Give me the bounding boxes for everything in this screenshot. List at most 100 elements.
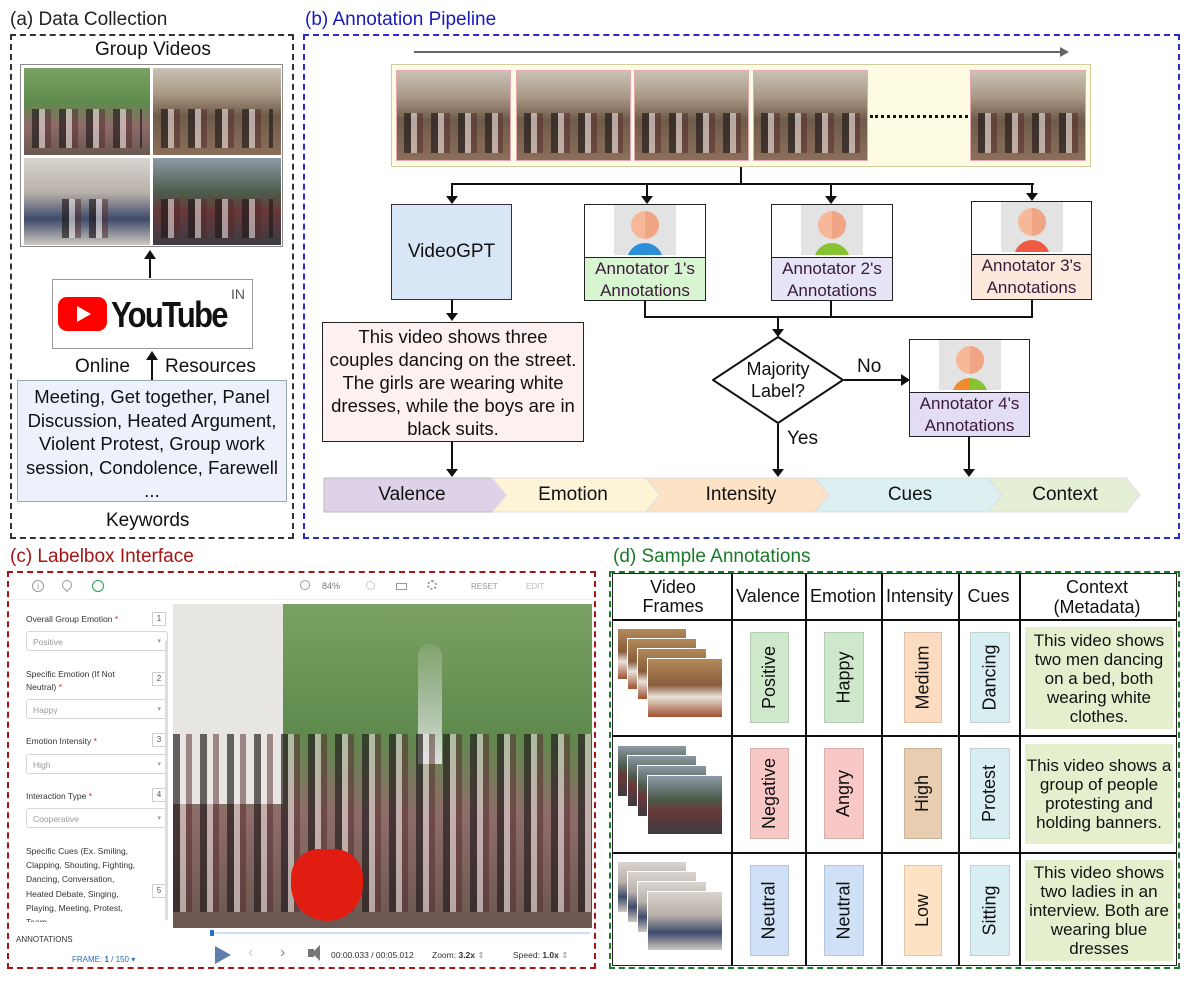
stepper-icon[interactable]: ⇕ (561, 950, 569, 960)
header-intensity: Intensity (885, 586, 954, 606)
arrow-youtube-to-videos (149, 258, 151, 278)
youtube-region: IN (231, 286, 245, 302)
merge-down-3 (1031, 300, 1033, 317)
sample-table: Video Frames Valence Emotion Intensity C… (612, 573, 1177, 966)
row3-valence: Neutral (750, 865, 789, 956)
arrowhead-up-2 (146, 351, 158, 360)
merge-down-1 (644, 301, 646, 317)
row2-emotion: Angry (824, 748, 864, 839)
prev-frame-button[interactable]: ‹ (248, 944, 254, 961)
frame-ellipsis (870, 115, 968, 118)
youtube-wordmark: YouTube (111, 294, 229, 335)
branch-down-1 (451, 183, 453, 197)
field-label-specific-cues: Specific Cues (Ex. Smiling, Clapping, Sh… (26, 846, 136, 922)
keywords-label: Keywords (106, 510, 190, 531)
edit-button[interactable]: EDIT (526, 582, 545, 591)
field-number-2: 2 (152, 672, 166, 686)
videogpt-caption: This video shows three couples dancing o… (329, 325, 577, 439)
chevron-down-icon: ▾ (157, 706, 161, 713)
annotator-4-avatar-icon (938, 340, 1001, 390)
location-icon[interactable] (59, 577, 75, 593)
video-thumb-dance (153, 68, 281, 155)
panel-b-frame (303, 34, 1180, 539)
resources-label: Resources (165, 356, 256, 377)
row3-context: This video shows two ladies in an interv… (1025, 860, 1173, 961)
next-frame-button[interactable]: › (280, 944, 286, 961)
output-context: Context (1032, 484, 1098, 505)
arrowhead-down-8 (963, 469, 975, 477)
row1-frames (613, 624, 729, 729)
youtube-logo-box: YouTube IN (52, 279, 253, 349)
yes-label: Yes (787, 428, 818, 449)
settings-gear-icon[interactable] (427, 580, 437, 590)
row1-cues: Dancing (970, 632, 1010, 723)
volume-icon[interactable] (308, 949, 314, 957)
arrowhead-down-4 (1026, 193, 1038, 201)
chevron-down-icon: ▾ (157, 815, 161, 822)
panel-b-title: (b) Annotation Pipeline (305, 9, 497, 30)
frame-1 (396, 70, 511, 161)
time-readout: 00:00.033 / 00:05.012 (331, 950, 414, 960)
overall-emotion-select[interactable]: Positive▾ (26, 631, 168, 651)
arrowhead-down-7 (446, 469, 458, 477)
play-button[interactable] (215, 946, 231, 964)
output-valence: Valence (378, 484, 446, 505)
branch-stem (740, 167, 742, 184)
branch-horizontal (452, 183, 1034, 185)
keyboard-icon[interactable] (396, 583, 407, 590)
output-chevrons (323, 477, 1141, 513)
zoom-in-icon[interactable] (300, 580, 310, 590)
output-emotion: Emotion (538, 484, 608, 505)
row1-emotion: Happy (824, 632, 864, 723)
row2-intensity: High (904, 748, 942, 839)
timeline-arrow-line (414, 51, 1062, 53)
arrowhead-down-1 (446, 196, 458, 204)
merge-down-2 (830, 301, 832, 317)
branch-down-2 (646, 183, 648, 197)
specific-emotion-select[interactable]: Happy▾ (26, 699, 168, 719)
heart-balloon (291, 849, 363, 921)
annotator-2-avatar-icon (801, 205, 863, 255)
chevron-down-icon[interactable]: ▾ (131, 955, 136, 964)
no-label: No (857, 356, 882, 377)
timer-icon[interactable] (92, 580, 104, 592)
row3-intensity: Low (904, 865, 942, 956)
video-player-frame[interactable] (173, 604, 592, 928)
frame-4 (753, 70, 868, 161)
field-label-emotion-intensity: Emotion Intensity * (26, 736, 97, 746)
stepper-icon[interactable]: ⇕ (477, 950, 485, 960)
arrowhead-down-6 (772, 329, 784, 337)
emotion-intensity-select[interactable]: High▾ (26, 754, 168, 774)
row1-valence: Positive (750, 632, 789, 723)
row2-frames (613, 741, 729, 846)
info-icon[interactable]: i (32, 580, 44, 592)
zoom-control[interactable]: Zoom: 3.2x ⇕ (432, 950, 485, 960)
video-progress-track[interactable] (210, 932, 590, 934)
speed-control[interactable]: Speed: 1.0x ⇕ (513, 950, 569, 960)
merge-to-decision (777, 316, 779, 330)
field-label-overall-emotion: Overall Group Emotion * (26, 614, 119, 624)
arrow-videogpt-to-caption (451, 300, 453, 314)
group-videos-label: Group Videos (95, 39, 211, 60)
header-cues: Cues (967, 586, 1010, 606)
output-cues: Cues (887, 484, 933, 505)
arrowhead-down-5 (446, 313, 458, 321)
arrowhead-down-yes (772, 469, 784, 477)
header-emotion: Emotion (809, 586, 877, 606)
row2-context: This video shows a group of people prote… (1025, 744, 1173, 844)
form-scrollbar[interactable] (165, 640, 168, 920)
row2-cues: Protest (970, 748, 1010, 839)
header-video-frames: Video Frames (642, 576, 704, 616)
chevron-down-icon: ▾ (157, 761, 161, 768)
zoom-percent: 84% (322, 581, 341, 591)
interaction-type-select[interactable]: Cooperative▾ (26, 808, 168, 828)
annotations-label: ANNOTATIONS (16, 935, 73, 944)
reset-button[interactable]: RESET (471, 582, 498, 591)
video-progress-thumb[interactable] (210, 930, 214, 936)
brightness-icon[interactable] (366, 581, 375, 590)
videogpt-label: VideoGPT (407, 241, 496, 262)
